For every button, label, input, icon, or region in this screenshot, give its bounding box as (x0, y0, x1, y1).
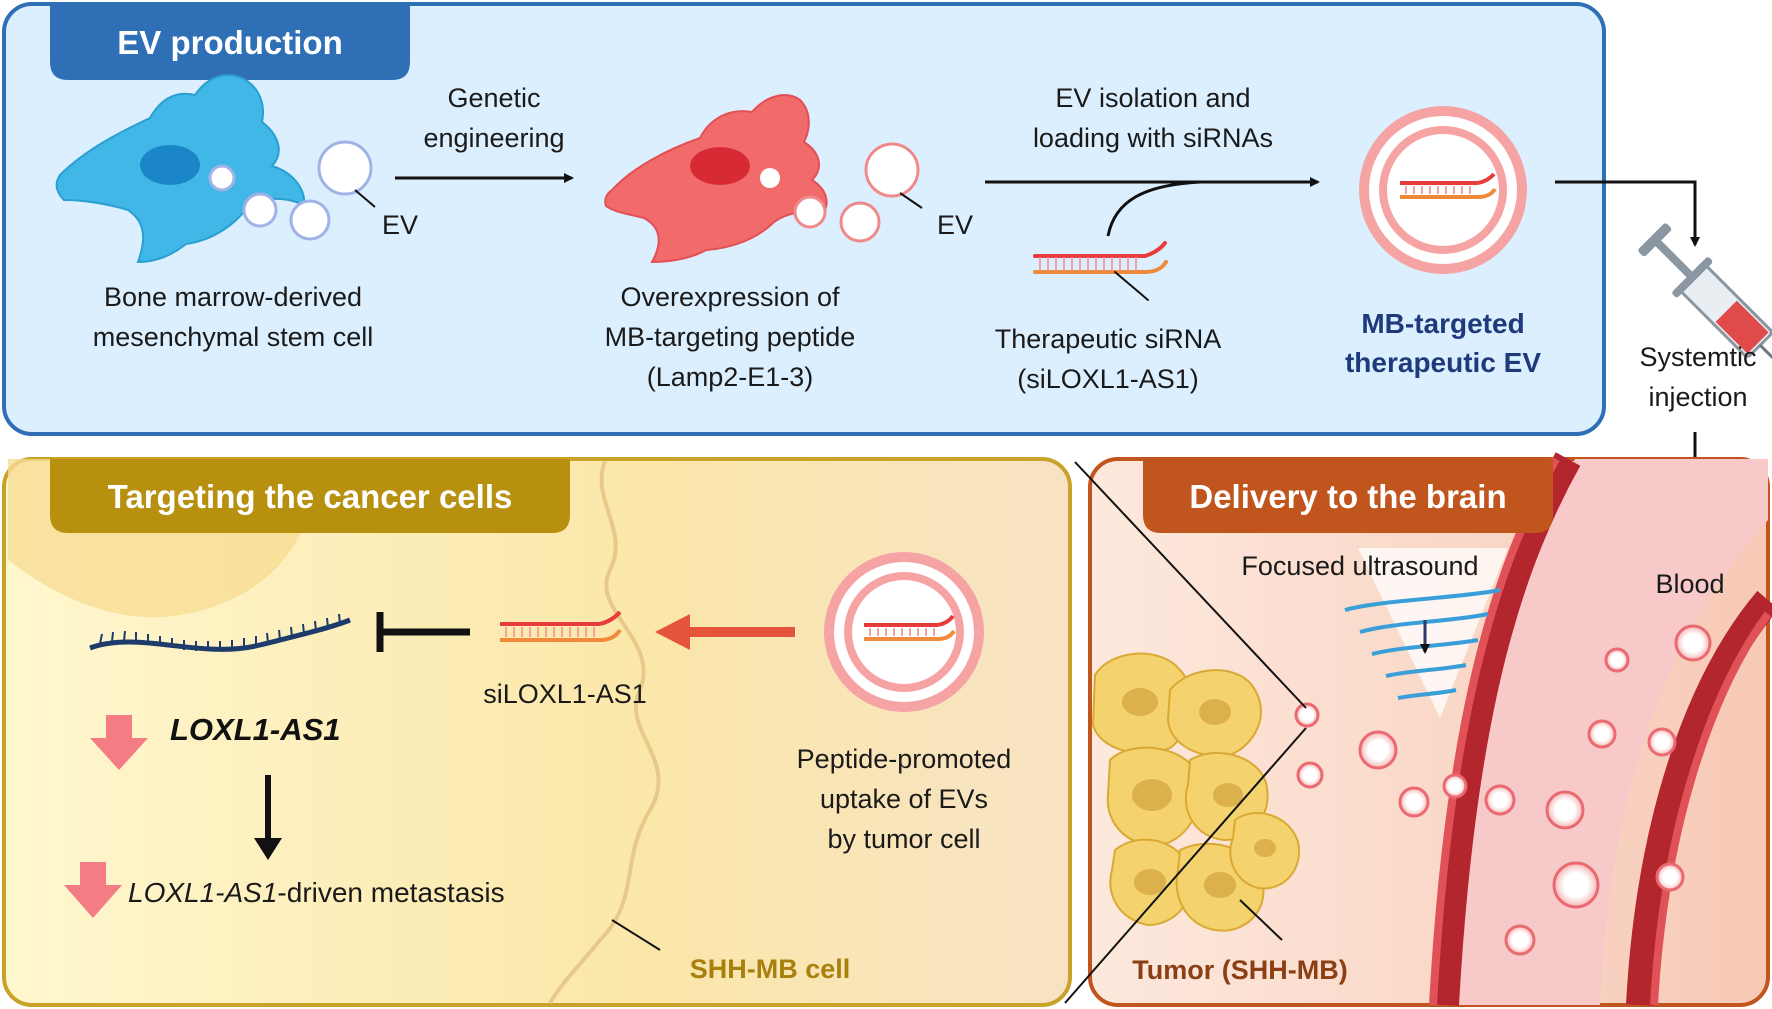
delivery-panel: Focused ultrasound Delivery to the brain… (1088, 452, 1772, 1007)
sirna-label-line1: Therapeutic siRNA (995, 324, 1222, 354)
uptake-ev-icon (824, 552, 984, 712)
metastasis-rest: -driven metastasis (277, 877, 504, 908)
downstream-arrow-head (254, 838, 282, 860)
targeted-ev-icon (1359, 106, 1527, 274)
engineered-cell (604, 94, 923, 264)
sirna-small-label: siLOXL1-AS1 (483, 679, 647, 709)
sirna-small-icon (500, 610, 622, 642)
targeting-header-tab (50, 459, 570, 533)
arrow1-label-line2: engineering (423, 123, 564, 153)
overexpression-line2: MB-targeting peptide (605, 322, 856, 352)
ultrasound-cone (1358, 548, 1508, 718)
uptake-line2: uptake of EVs (820, 784, 988, 814)
ev-label-1: EV (382, 210, 418, 240)
zoom-line-upper (1074, 461, 1307, 709)
syringe-icon (1638, 223, 1772, 380)
ultrasound-label: Focused ultrasound (1241, 551, 1478, 581)
overexpression-line1: Overexpression of (620, 282, 840, 312)
gene-label: LOXL1-AS1 (170, 712, 341, 747)
sirna-merge-line (1106, 180, 1201, 237)
engineered-nucleus (690, 147, 750, 185)
zoom-line-lower (1064, 727, 1307, 1004)
delivery-header-tab (1143, 459, 1553, 533)
arrow2-label-line2: loading with siRNAs (1033, 123, 1273, 153)
to-injection-arrow (1555, 180, 1700, 247)
therapeutic-sirna-icon (1033, 241, 1168, 301)
production-header-tab (50, 4, 410, 80)
blood-label: Blood (1655, 569, 1724, 599)
metastasis-italic: LOXL1-AS1 (128, 877, 277, 908)
cell-pointer-line (611, 919, 661, 951)
tumor-label: Tumor (SHH-MB) (1132, 955, 1347, 985)
injection-line1: Systemtic (1639, 342, 1756, 372)
down-arrow-icon (64, 862, 122, 918)
tumor-cluster-icon (1091, 652, 1301, 932)
uptake-arrow-head (655, 614, 690, 650)
msc-nucleus (140, 145, 200, 185)
sirna-label-line2: (siLOXL1-AS1) (1017, 364, 1199, 394)
ev-production-panel: EV production EV Bone marrow-derived mes… (2, 2, 1606, 436)
msc-label-line2: mesenchymal stem cell (93, 322, 374, 352)
injection-line2: injection (1648, 382, 1747, 412)
arrow1-label-line1: Genetic (447, 83, 540, 113)
cell-label: SHH-MB cell (690, 954, 851, 984)
production-header: EV production (117, 24, 343, 61)
targeting-header: Targeting the cancer cells (108, 478, 513, 515)
msc-label-line1: Bone marrow-derived (104, 282, 362, 312)
mesenchymal-stem-cell (55, 74, 376, 264)
targeted-ev-line1: MB-targeted (1361, 308, 1524, 339)
lncrna-strand-icon (89, 613, 351, 652)
ev-label-2: EV (937, 210, 973, 240)
delivery-header: Delivery to the brain (1189, 478, 1506, 515)
arrow2-label-line1: EV isolation and (1055, 83, 1250, 113)
targeting-panel: Targeting the cancer cells (2, 457, 1072, 1007)
down-arrow-icon (90, 715, 148, 770)
metastasis-label: LOXL1-AS1-driven metastasis (128, 877, 505, 908)
uptake-line3: by tumor cell (827, 824, 980, 854)
targeted-ev-line2: therapeutic EV (1345, 347, 1541, 378)
injection-path: Systemtic injection (1555, 180, 1772, 547)
overexpression-line3: (Lamp2-E1-3) (647, 362, 814, 392)
tumor-pointer-line (1239, 899, 1283, 941)
uptake-line1: Peptide-promoted (797, 744, 1012, 774)
ev-particles (1294, 624, 1712, 956)
cell-membrane (548, 460, 661, 1004)
